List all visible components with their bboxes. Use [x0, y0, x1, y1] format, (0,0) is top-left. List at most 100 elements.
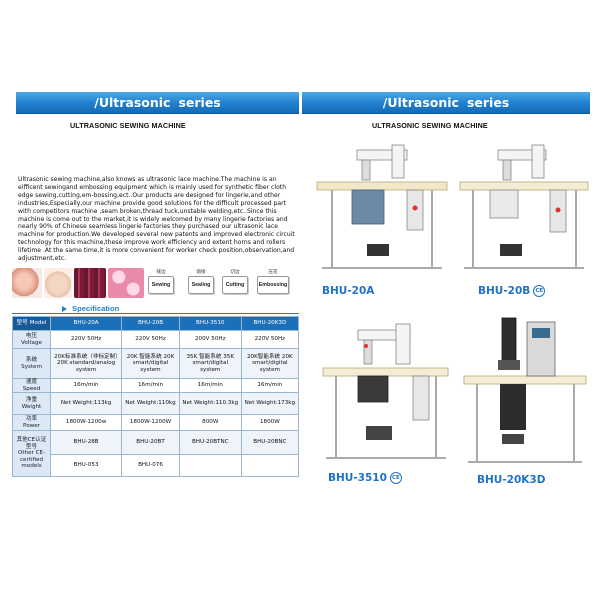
table-cell: Net Weight:110.3kg [178, 392, 242, 415]
right-header-series: series [466, 95, 510, 110]
table-cell: 20K 智能系统 20K smart/digital system [121, 348, 180, 379]
table-header-row: 型号 Model BHU-20A BHU-20B BHU-3510 BHU-20… [12, 316, 300, 331]
product-description: Ultrasonic sewing machine,also knows as … [18, 176, 295, 263]
table-cell: 20K标准系统（非标定制）20K standard/analog system [49, 348, 123, 379]
function-sealing-en: Sealing [188, 276, 214, 294]
table-cell: Net Weight:173kg [240, 392, 300, 415]
machine-label-bhu-20a: BHU-20A [322, 285, 375, 297]
row-head-en: Voltage [21, 339, 42, 346]
sample-product-images [12, 268, 144, 298]
sample-bra-pad-image [12, 268, 42, 298]
function-sewing-cn: 缝边 [156, 270, 166, 275]
table-header-col: BHU-3510 [178, 316, 242, 331]
row-head-en: Weight [21, 403, 42, 410]
row-head-en: Speed [22, 385, 41, 392]
ce-mark-icon: CE [533, 285, 546, 297]
table-cell: 20K智能系统 20K smart/digital system [240, 348, 300, 379]
machine-label-bhu-3510-text: BHU-3510 [328, 472, 387, 484]
function-sewing: 缝边 Sewing [148, 270, 174, 294]
table-header-col: BHU-20A [49, 316, 123, 331]
table-cell: 16m/min [178, 378, 242, 393]
left-header-brand: /Ultrasonic [94, 95, 171, 110]
table-cell: 16m/min [49, 378, 123, 393]
table-cell: 1800W [240, 414, 300, 431]
function-cutting-en: Cutting [222, 276, 248, 294]
table-cell: Net Weight:113kg [49, 392, 123, 415]
function-cutting: 切边 Cutting [222, 270, 248, 294]
row-head-cn: 速度 [25, 379, 38, 386]
row-head-en: Power [23, 422, 40, 429]
function-embossing-en: Embossing [257, 276, 289, 294]
table-cell: 16m/min [240, 378, 300, 393]
row-head-cn: 电压 [25, 333, 38, 340]
row-head-cn: 净重 [25, 397, 38, 404]
left-header-series: series [178, 95, 221, 110]
row-head-cn: 功率 [25, 416, 38, 423]
table-cell: 200V 50Hz [178, 330, 242, 349]
row-head-en: Other CE-certified models [17, 450, 46, 470]
left-subtitle: ULTRASONIC SEWING MACHINE [70, 121, 186, 130]
table-cell: Net Weight:110kg [121, 392, 180, 415]
function-sealing-cn: 熔接 [196, 270, 206, 275]
table-cell: 800W [178, 414, 242, 431]
table-cell: 1800W-1200w [49, 414, 123, 431]
table-row: BHU-053 BHU-076 [13, 454, 300, 477]
machine-bhu-20k3d-image [463, 317, 587, 463]
table-cell [240, 454, 300, 477]
function-sealing: 熔接 Sealing [188, 270, 214, 294]
sample-lace-image [74, 268, 106, 298]
machine-bhu-20b-image [459, 144, 589, 269]
table-cell: BHU-076 [121, 454, 180, 477]
model-en: Model [29, 320, 47, 327]
sample-cup-image [44, 268, 72, 298]
machine-label-bhu-20k3d: BHU-20K3D [477, 474, 546, 486]
table-cell: BHU-28B [49, 430, 123, 455]
table-cell: 220V 50Hz [240, 330, 300, 349]
right-header-brand: /Ultrasonic [382, 95, 459, 110]
table-cell: 220V 50Hz [121, 330, 180, 349]
table-cell: 16m/min [121, 378, 180, 393]
table-cell: BHU-20BTNC [178, 430, 242, 455]
specification-heading: Specification [12, 304, 299, 314]
function-cutting-cn: 切边 [230, 270, 240, 275]
model-cn: 型号 [16, 320, 28, 327]
left-series-header: /Ultrasonic series [16, 92, 299, 114]
row-head-en: System [21, 363, 42, 370]
row-head-cn: 系统 [25, 357, 38, 364]
function-embossing: 压花 Embossing [257, 270, 289, 294]
machine-label-bhu-20b-text: BHU-20B [478, 285, 531, 297]
table-cell: BHU-053 [49, 454, 123, 477]
sample-embossed-fabric-image [108, 268, 144, 298]
table-cell: BHU-20BT [121, 430, 180, 455]
specification-title: Specification [72, 304, 120, 313]
row-head-cn: 其他CE认证型号 [16, 437, 47, 450]
table-cell: 35K 智能系统 35K smart/digital system [178, 348, 242, 379]
right-subtitle: ULTRASONIC SEWING MACHINE [372, 121, 488, 130]
specification-table: 型号 Model BHU-20A BHU-20B BHU-3510 BHU-20… [12, 316, 300, 477]
table-header-model: 型号 Model [12, 316, 51, 331]
function-embossing-cn: 压花 [268, 270, 278, 275]
table-header-col: BHU-20B [121, 316, 180, 331]
right-series-header: /Ultrasonic series [302, 92, 590, 114]
triangle-bullet-icon [62, 306, 67, 312]
table-cell: BHU-20BNC [240, 430, 300, 455]
ce-mark-icon: CE [389, 472, 402, 484]
function-sewing-en: Sewing [148, 276, 174, 294]
table-header-col: BHU-20K3D [240, 316, 300, 331]
table-cell: 220V 50Hz [49, 330, 123, 349]
table-cell [178, 454, 242, 477]
